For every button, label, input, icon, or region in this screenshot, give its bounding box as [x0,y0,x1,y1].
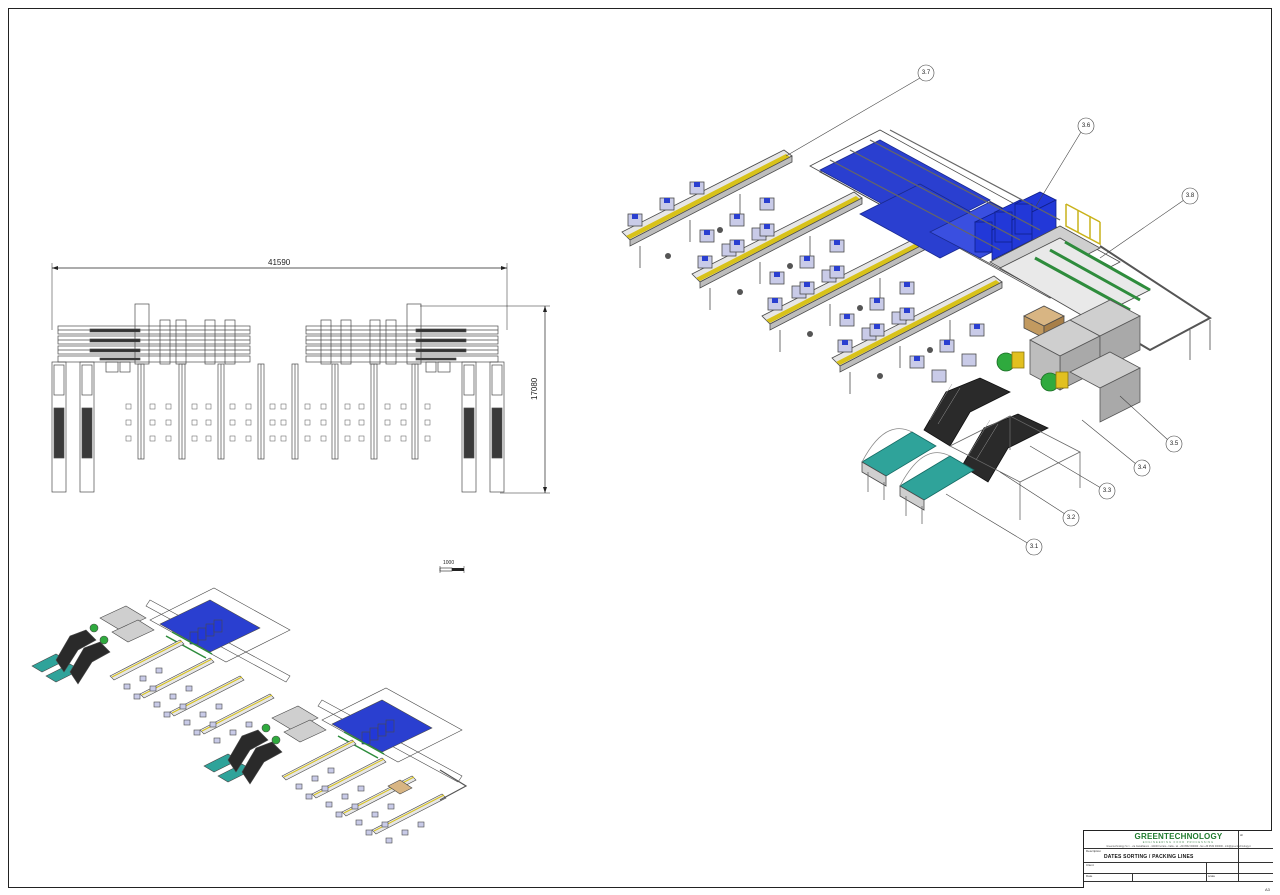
client-label: Client [1086,863,1094,867]
callout-3-4: 3.4 [1137,465,1147,471]
title-block-rule [1084,873,1273,874]
callout-3-6: 3.6 [1081,123,1091,129]
date-label: Date [1086,874,1093,878]
title-block-divider [1238,831,1239,881]
description-label: Description [1086,849,1102,853]
company-address: Greentechnology S.r.l. - via Canalbianco… [1106,845,1251,848]
title-block-rule [1084,881,1273,882]
plan-view [51,263,550,494]
drawing-frame [8,8,1272,888]
scale-label: scale [1208,874,1216,878]
scale-bar-label: 1000 [443,560,455,566]
sheet-size-tag: A3 [1265,887,1270,892]
callout-3-8: 3.8 [1185,193,1195,199]
callout-3-7: 3.7 [921,70,931,76]
company-logo-text: GREENTECHNOLOGY [1134,832,1223,841]
callout-3-1: 3.1 [1029,544,1039,550]
title-block-rule [1084,862,1273,863]
title-block-divider [1206,862,1207,881]
callout-3-2: 3.2 [1066,515,1076,521]
drawing-title: DATES SORTING / PACKING LINES [1104,854,1194,860]
title-block-divider [1132,873,1133,881]
height-dimension: 17080 [530,377,539,400]
overall-isometric-view [31,587,468,844]
callout-3-5: 3.5 [1169,441,1179,447]
title-block: GREENTECHNOLOGY ENGINEERING FOOD PROCESS… [1083,830,1273,888]
sheet-label: sh [1240,833,1244,837]
company-tagline: ENGINEERING FOOD PROCESSING [1142,841,1215,844]
isometric-view [621,64,1212,556]
width-dimension: 41590 [268,258,291,267]
title-block-rule [1084,848,1273,849]
scale-bar [439,566,465,573]
callout-3-3: 3.3 [1102,488,1112,494]
